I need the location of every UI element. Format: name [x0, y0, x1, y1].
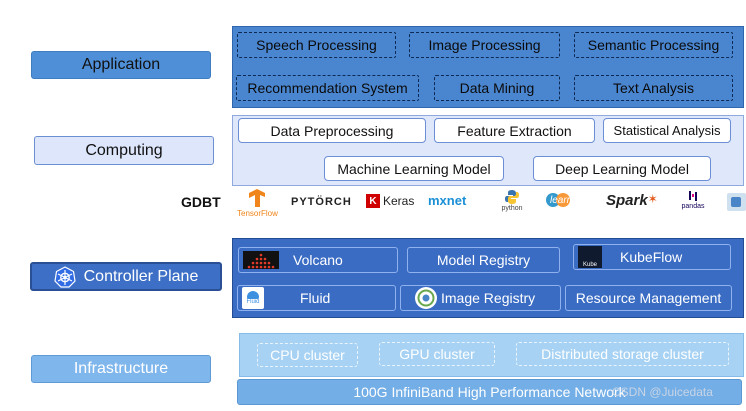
tensorflow-logo-icon — [249, 189, 265, 207]
framework-pandas: pandas — [679, 190, 707, 210]
spark-star-icon: ✶ — [647, 192, 658, 206]
layer-label-computing: Computing — [34, 136, 214, 165]
volcano-logo-icon — [243, 251, 279, 269]
kubeflow-logo-icon: Kube — [578, 246, 602, 268]
ctrl-item-volcano: Volcano — [238, 247, 398, 273]
infra-gpu-cluster: GPU cluster — [379, 342, 495, 366]
application-panel — [232, 26, 744, 108]
framework-python: python — [498, 189, 526, 212]
comp-item-deep-learning-model: Deep Learning Model — [533, 156, 711, 181]
layer-label-controller-plane-text: Controller Plane — [83, 267, 199, 285]
image-registry-logo-icon — [415, 287, 437, 309]
framework-keras: K Keras — [366, 194, 414, 208]
app-item-semantic-processing: Semantic Processing — [574, 32, 733, 58]
comp-item-statistical-analysis: Statistical Analysis — [603, 118, 731, 143]
partial-logo-icon — [731, 197, 741, 207]
layer-label-infrastructure: Infrastructure — [31, 355, 211, 383]
watermark: CSDN @Juicedata — [612, 385, 713, 399]
infra-distributed-storage-cluster: Distributed storage cluster — [516, 342, 729, 366]
framework-sklearn: learn — [546, 193, 572, 207]
app-item-text-analysis: Text Analysis — [574, 75, 733, 101]
infra-network-bar: 100G InfiniBand High Performance Network — [237, 379, 742, 405]
infrastructure-panel — [239, 333, 744, 377]
comp-item-machine-learning-model: Machine Learning Model — [324, 156, 504, 181]
app-item-image-processing: Image Processing — [409, 32, 560, 58]
app-item-speech-processing: Speech Processing — [237, 32, 396, 58]
kubernetes-icon — [53, 265, 76, 288]
layer-label-application: Application — [31, 51, 211, 79]
fluid-logo-icon: Fluid — [242, 287, 264, 309]
ctrl-item-image-registry: Image Registry — [400, 285, 561, 311]
app-item-recommendation-system: Recommendation System — [236, 75, 419, 101]
python-logo-icon — [505, 190, 519, 204]
layer-label-controller-plane: Controller Plane — [30, 262, 222, 291]
framework-gdbt: GDBT — [181, 194, 221, 210]
framework-pytorch: PYTÖRCH — [291, 196, 352, 208]
ctrl-item-model-registry: Model Registry — [407, 247, 560, 273]
infra-cpu-cluster: CPU cluster — [257, 343, 358, 367]
framework-mxnet: mxnet — [428, 193, 467, 208]
app-item-data-mining: Data Mining — [434, 75, 560, 101]
framework-spark: Spark✶ — [606, 192, 658, 209]
framework-tensorflow: TensorFlow — [237, 188, 278, 218]
pandas-logo-icon — [689, 191, 697, 201]
comp-item-feature-extraction: Feature Extraction — [434, 118, 595, 143]
ctrl-item-kubeflow: Kube KubeFlow — [573, 244, 731, 270]
ctrl-item-resource-management: Resource Management — [565, 285, 732, 311]
framework-partial-logo — [727, 193, 746, 211]
ctrl-item-fluid: Fluid Fluid — [237, 285, 396, 311]
keras-logo-icon: K — [366, 194, 380, 208]
comp-item-data-preprocessing: Data Preprocessing — [238, 118, 426, 143]
